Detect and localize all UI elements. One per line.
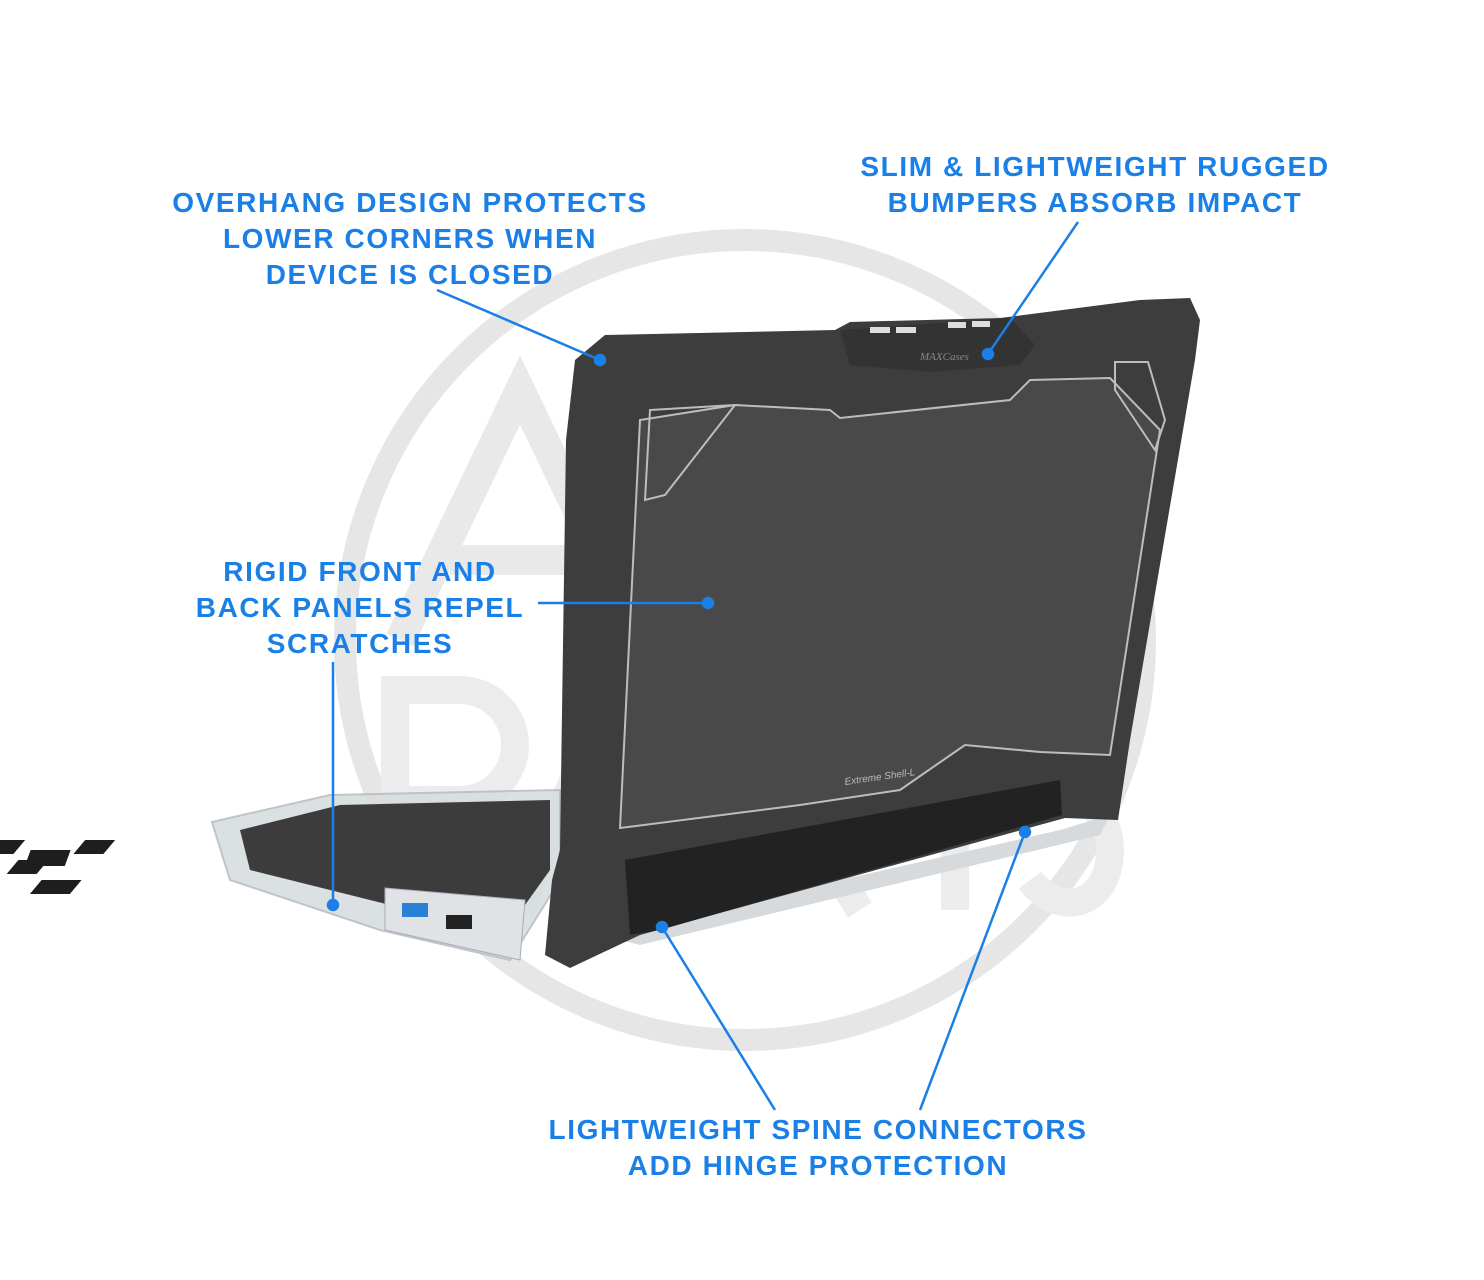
callout-bumpers: SLIM & LIGHTWEIGHT RUGGED BUMPERS ABSORB… <box>845 149 1345 221</box>
callout-line: DEVICE IS CLOSED <box>265 259 555 290</box>
callout-line: BUMPERS ABSORB IMPACT <box>887 187 1303 218</box>
hdmi-port <box>446 915 472 929</box>
callout-line: SCRATCHES <box>266 628 454 659</box>
callout-spine: LIGHTWEIGHT SPINE CONNECTORS ADD HINGE P… <box>518 1112 1118 1184</box>
callout-line: SLIM & LIGHTWEIGHT RUGGED <box>860 151 1330 182</box>
callout-line: RIGID FRONT AND <box>223 556 497 587</box>
callout-line: BACK PANELS REPEL <box>195 592 525 623</box>
keyboard <box>0 840 116 894</box>
callout-line: OVERHANG DESIGN PROTECTS <box>172 187 648 218</box>
brand-logo: MAXCases <box>919 351 969 363</box>
callout-leaders <box>326 221 1080 1111</box>
laptop-lid-case: MAXCases Extreme Shell-L <box>545 298 1200 968</box>
laptop-base <box>0 788 1110 962</box>
callout-line: LIGHTWEIGHT SPINE CONNECTORS <box>548 1114 1088 1145</box>
callout-line: LOWER CORNERS WHEN <box>222 223 598 254</box>
callout-overhang: OVERHANG DESIGN PROTECTS LOWER CORNERS W… <box>160 185 660 293</box>
callout-panels: RIGID FRONT AND BACK PANELS REPEL SCRATC… <box>160 554 560 662</box>
usb-port <box>402 903 428 917</box>
callout-line: ADD HINGE PROTECTION <box>627 1150 1009 1181</box>
